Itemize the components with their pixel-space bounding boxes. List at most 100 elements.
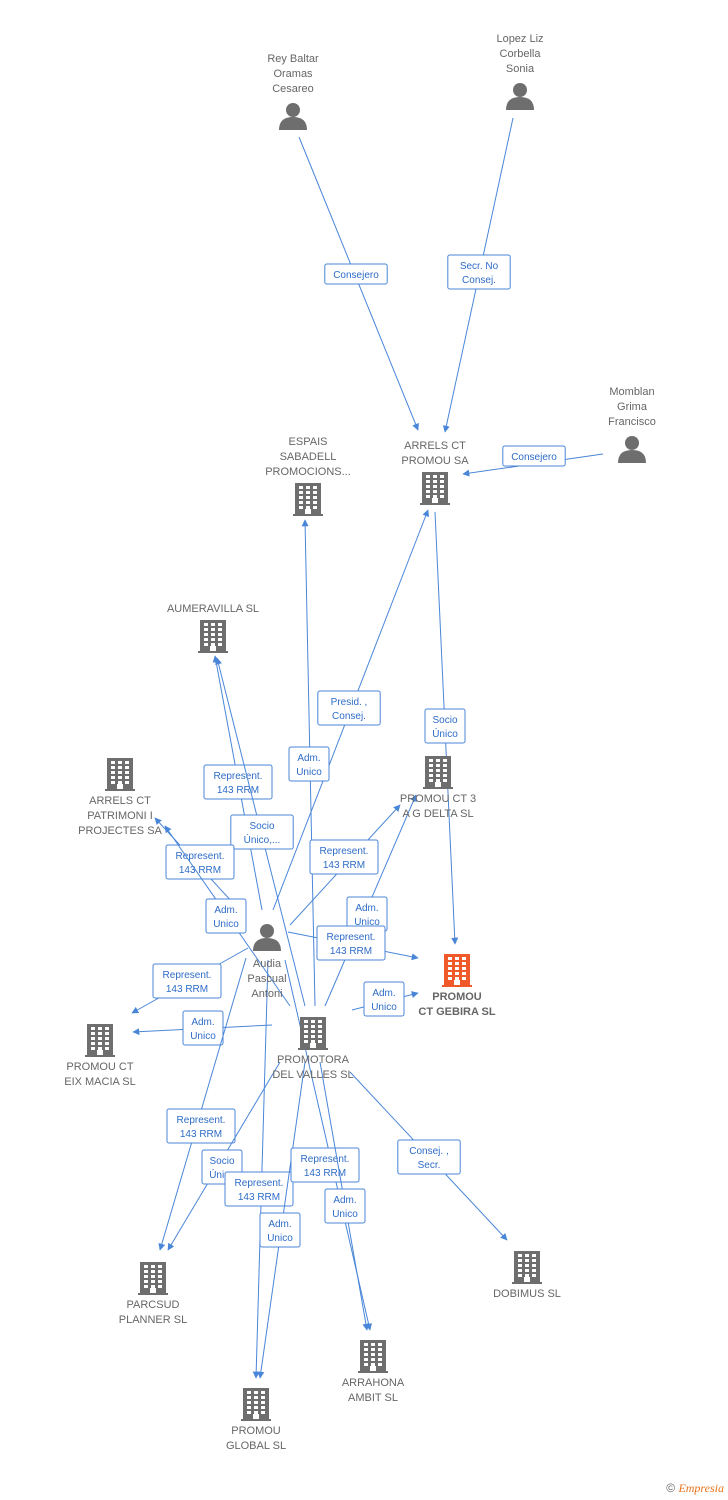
edge-label-text: Unico <box>332 1209 358 1220</box>
edge-label-box[interactable]: Secr. No Consej. <box>447 254 511 290</box>
building-icon <box>293 483 323 516</box>
building-icon <box>420 472 450 505</box>
edge-label-box[interactable]: Represent.143 RRM <box>309 839 379 875</box>
person-icon <box>618 436 646 463</box>
edge-label-box[interactable]: Represent.143 RRM <box>166 1108 236 1144</box>
node-label: Francisco <box>608 416 656 428</box>
node-label: CT GEBIRA SL <box>418 1006 495 1018</box>
edge-label-box[interactable]: Adm. Unico <box>324 1188 366 1224</box>
edge-label-box[interactable]: Represent.143 RRM <box>203 764 273 800</box>
edge-label-text: Represent. <box>176 851 225 862</box>
edge-line <box>252 959 269 1379</box>
building-icon <box>423 756 453 789</box>
edge-label-box[interactable]: Represent.143 RRM <box>316 925 386 961</box>
building-icon <box>298 1017 328 1050</box>
edge-rey-to-arrels_sa: Consejero <box>298 136 419 431</box>
edge-label-frame <box>397 1139 461 1175</box>
edge-label-text: Secr. No <box>460 261 499 272</box>
node-label: PATRIMONI I <box>87 810 153 822</box>
node-label: DOBIMUS SL <box>493 1288 561 1300</box>
edge-label-box[interactable]: Represent.143 RRM <box>165 844 235 880</box>
edge-label-frame <box>230 814 294 850</box>
edge-label-text: Socio <box>209 1156 234 1167</box>
edge-audia-to-gebira: Represent.143 RRM <box>287 925 419 961</box>
edge-label-box[interactable]: Consejero <box>324 263 388 285</box>
edge-label-text: Único,... <box>244 833 281 846</box>
node-label: PARCSUD <box>127 1299 180 1311</box>
node-dobimus[interactable]: DOBIMUS SL <box>493 1251 561 1300</box>
node-label: Pascual <box>247 973 286 985</box>
edge-promotora-to-dobimus: Consej. ,Secr. <box>349 1071 508 1241</box>
edge-promotora-to-global: Adm. Unico <box>257 1061 306 1379</box>
node-label: AMBIT SL <box>348 1392 398 1404</box>
node-label: Audia <box>253 958 282 970</box>
edge-label-text: Único <box>432 727 458 740</box>
edge-label-text: Socio <box>249 821 274 832</box>
node-label: PROMOTORA <box>277 1054 350 1066</box>
person-icon <box>253 924 281 951</box>
node-espais[interactable]: ESPAISSABADELLPROMOCIONS... <box>265 436 351 516</box>
edge-label-text: Unico <box>213 919 239 930</box>
node-label: PROMOU CT <box>66 1061 134 1073</box>
empresia-logo[interactable]: Empresia <box>678 1481 724 1495</box>
edge-label-text: 143 RRM <box>217 785 259 796</box>
edge-label-box[interactable]: Presid. ,Consej. <box>317 690 381 726</box>
edge-label-frame <box>259 1212 301 1248</box>
edge-label-box[interactable]: Adm. Unico <box>259 1212 301 1248</box>
edge-momblan-to-arrels_sa: Consejero <box>462 445 604 477</box>
node-label: ARRELS CT <box>89 795 151 807</box>
edge-audia-to-arrels_pat: Represent.143 RRM <box>154 817 246 917</box>
edge-audia-to-global: Represent.143 RRM <box>224 959 294 1379</box>
node-promou3[interactable]: PROMOU CT 3A G DELTA SL <box>400 756 476 820</box>
building-icon <box>198 620 228 653</box>
node-label: ESPAIS <box>289 436 328 448</box>
edge-label-text: Adm. <box>214 905 237 916</box>
edge-label-text: Unico <box>267 1233 293 1244</box>
edge-label-box[interactable]: Represent.143 RRM <box>290 1147 360 1183</box>
edge-label-box[interactable]: Consej. ,Secr. <box>397 1139 461 1175</box>
edge-label-box[interactable]: SocioÚnico,... <box>230 814 294 850</box>
edge-label-text: Adm. <box>333 1195 356 1206</box>
node-label: Cesareo <box>272 83 314 95</box>
edge-label-text: Represent. <box>235 1178 284 1189</box>
edge-label-frame <box>203 764 273 800</box>
edge-label-frame <box>290 1147 360 1183</box>
edge-label-frame <box>324 263 388 285</box>
node-label: DEL VALLES SL <box>272 1069 353 1081</box>
edge-label-box[interactable]: Represent.143 RRM <box>224 1171 294 1207</box>
edge-label-box[interactable]: Adm. Unico <box>205 898 247 934</box>
edge-label-box[interactable]: Adm.Unico <box>182 1010 224 1046</box>
edge-label-text: 143 RRM <box>330 946 372 957</box>
edge-audia-to-eixmacia: Represent.143 RRM <box>131 947 249 1014</box>
node-label: GLOBAL SL <box>226 1440 286 1452</box>
edge-label-text: Adm. <box>268 1219 291 1230</box>
edge-label-text: Consej. <box>462 275 496 286</box>
edge-label-frame <box>224 1171 294 1207</box>
node-label: A G DELTA SL <box>402 808 473 820</box>
node-promotora[interactable]: PROMOTORA DEL VALLES SL <box>272 1017 354 1081</box>
node-label: Oramas <box>273 68 313 80</box>
edge-label-frame <box>165 844 235 880</box>
edge-label-box[interactable]: Adm.Unico <box>288 746 330 782</box>
edge-label-box[interactable]: Consejero <box>502 445 566 467</box>
edge-label-text: 143 RRM <box>166 984 208 995</box>
edge-lopez-to-arrels_sa: Secr. No Consej. <box>442 117 514 433</box>
edge-label-text: Secr. <box>418 1160 441 1171</box>
node-label: Sonia <box>506 63 535 75</box>
node-aumeravilla[interactable]: AUMERAVILLA SL <box>167 603 259 653</box>
edge-label-box[interactable]: Adm.Unico <box>363 981 405 1017</box>
edge-label-box[interactable]: Represent.143 RRM <box>152 963 222 999</box>
person-icon <box>506 83 534 110</box>
